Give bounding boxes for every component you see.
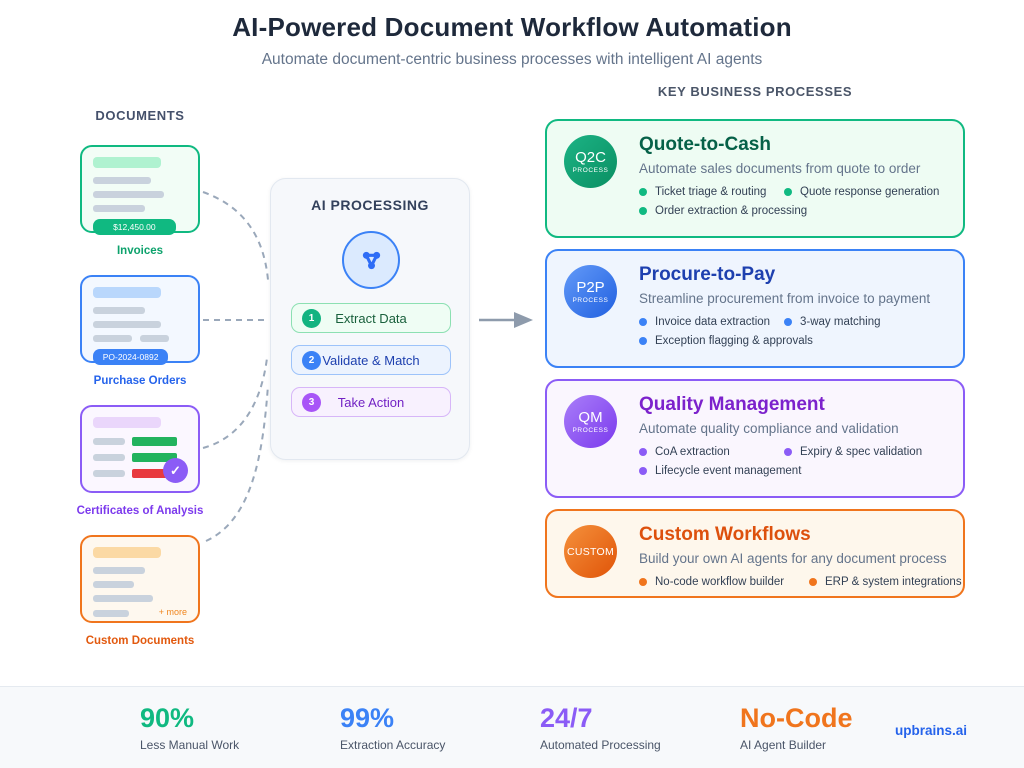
certificates-label: Certificates of Analysis — [76, 505, 204, 517]
connector-custom-documents — [205, 384, 269, 542]
ai-processing-panel: AI PROCESSING 1 Extract Data 2 Validate … — [270, 178, 470, 460]
bullet-dot-icon — [784, 188, 792, 196]
page-title: AI-Powered Document Workflow Automation — [232, 12, 792, 42]
process-card-custom-workflows: CUSTOM Custom Workflows Build your own A… — [545, 509, 965, 598]
document-card-invoices: $12,450.00 Invoices — [80, 145, 200, 257]
doc-header-bar — [93, 287, 161, 298]
process-description: Build your own AI agents for any documen… — [639, 551, 947, 566]
step-number-badge: 1 — [302, 308, 321, 328]
check-icon: ✓ — [163, 458, 188, 483]
bullet-dot-icon — [639, 188, 647, 196]
bullet-item: Invoice data extraction — [639, 316, 784, 328]
processes-heading: KEY BUSINESS PROCESSES — [657, 84, 853, 99]
bullet-item: Exception flagging & approvals — [639, 335, 813, 347]
document-card-certificates: ✓ Certificates of Analysis — [77, 405, 203, 517]
brand-logo[interactable]: upbrains.ai — [895, 723, 968, 738]
process-description: Automate sales documents from quote to o… — [639, 161, 921, 176]
stat-ai-agent-builder: No-Code AI Agent Builder — [740, 703, 853, 752]
ai-step-extract-data: 1 Extract Data — [291, 303, 451, 333]
bullet-dot-icon — [809, 578, 817, 586]
bullet-item: 3-way matching — [784, 316, 881, 328]
process-card-quality-management: QM PROCESS Quality Management Automate q… — [545, 379, 965, 498]
bullet-dot-icon — [639, 448, 647, 456]
bullet-item: Lifecycle event management — [639, 465, 801, 477]
invoice-thumbnail: $12,450.00 — [80, 145, 200, 235]
qm-process-badge: QM PROCESS — [564, 395, 617, 448]
process-description: Automate quality compliance and validati… — [639, 421, 899, 436]
document-card-purchase-orders: PO-2024-0892 Purchase Orders — [80, 275, 200, 387]
certificate-thumbnail: ✓ — [80, 405, 200, 493]
custom-documents-label: Custom Documents — [85, 635, 195, 647]
page-subtitle: Automate document-centric business proce… — [261, 51, 763, 68]
documents-heading: DOCUMENTS — [95, 108, 185, 123]
flow-arrow-icon — [479, 312, 533, 328]
ai-processing-title: AI PROCESSING — [311, 197, 429, 213]
bullet-dot-icon — [639, 207, 647, 215]
process-title: Quality Management — [639, 394, 825, 415]
stat-less-manual-work: 90% Less Manual Work — [140, 703, 240, 752]
connector-certificates — [202, 357, 268, 449]
step-number-badge: 2 — [302, 350, 321, 370]
process-title: Custom Workflows — [639, 524, 811, 545]
ai-step-validate-match: 2 Validate & Match — [291, 345, 451, 375]
bullet-dot-icon — [784, 448, 792, 456]
connector-invoices — [202, 191, 269, 281]
stat-extraction-accuracy: 99% Extraction Accuracy — [340, 703, 446, 752]
bullet-item: Quote response generation — [784, 186, 939, 198]
process-title: Quote-to-Cash — [639, 134, 771, 155]
p2p-process-badge: P2P PROCESS — [564, 265, 617, 318]
bullet-item: CoA extraction — [639, 446, 784, 458]
stats-footer: 90% Less Manual Work 99% Extraction Accu… — [0, 686, 1024, 768]
bullet-item: No-code workflow builder — [639, 576, 809, 588]
bullet-item: Order extraction & processing — [639, 205, 807, 217]
purchase-order-thumbnail: PO-2024-0892 — [80, 275, 200, 365]
network-nodes-icon — [342, 231, 400, 289]
po-number-badge: PO-2024-0892 — [93, 349, 169, 365]
stat-automated-processing: 24/7 Automated Processing — [540, 703, 661, 752]
bullet-dot-icon — [639, 337, 647, 345]
custom-process-badge: CUSTOM — [564, 525, 617, 578]
process-description: Streamline procurement from invoice to p… — [639, 291, 931, 306]
bullet-dot-icon — [639, 318, 647, 326]
bullet-dot-icon — [639, 578, 647, 586]
purchase-orders-label: Purchase Orders — [93, 375, 187, 387]
more-documents-text: + more — [158, 607, 187, 617]
document-card-custom: + more Custom Documents — [80, 535, 200, 647]
q2c-process-badge: Q2C PROCESS — [564, 135, 617, 188]
bullet-item: Ticket triage & routing — [639, 186, 784, 198]
ai-step-take-action: 3 Take Action — [291, 387, 451, 417]
doc-header-bar — [93, 547, 161, 558]
invoices-label: Invoices — [116, 245, 164, 257]
step-number-badge: 3 — [302, 392, 321, 412]
invoice-amount-badge: $12,450.00 — [93, 219, 176, 235]
process-card-procure-to-pay: P2P PROCESS Procure-to-Pay Streamline pr… — [545, 249, 965, 368]
bullet-item: Expiry & spec validation — [784, 446, 922, 458]
process-card-quote-to-cash: Q2C PROCESS Quote-to-Cash Automate sales… — [545, 119, 965, 238]
bullet-dot-icon — [784, 318, 792, 326]
bullet-dot-icon — [639, 467, 647, 475]
doc-header-bar — [93, 157, 161, 168]
doc-header-bar — [93, 417, 161, 428]
process-title: Procure-to-Pay — [639, 264, 776, 285]
custom-document-thumbnail: + more — [80, 535, 200, 623]
bullet-item: ERP & system integrations — [809, 576, 962, 588]
